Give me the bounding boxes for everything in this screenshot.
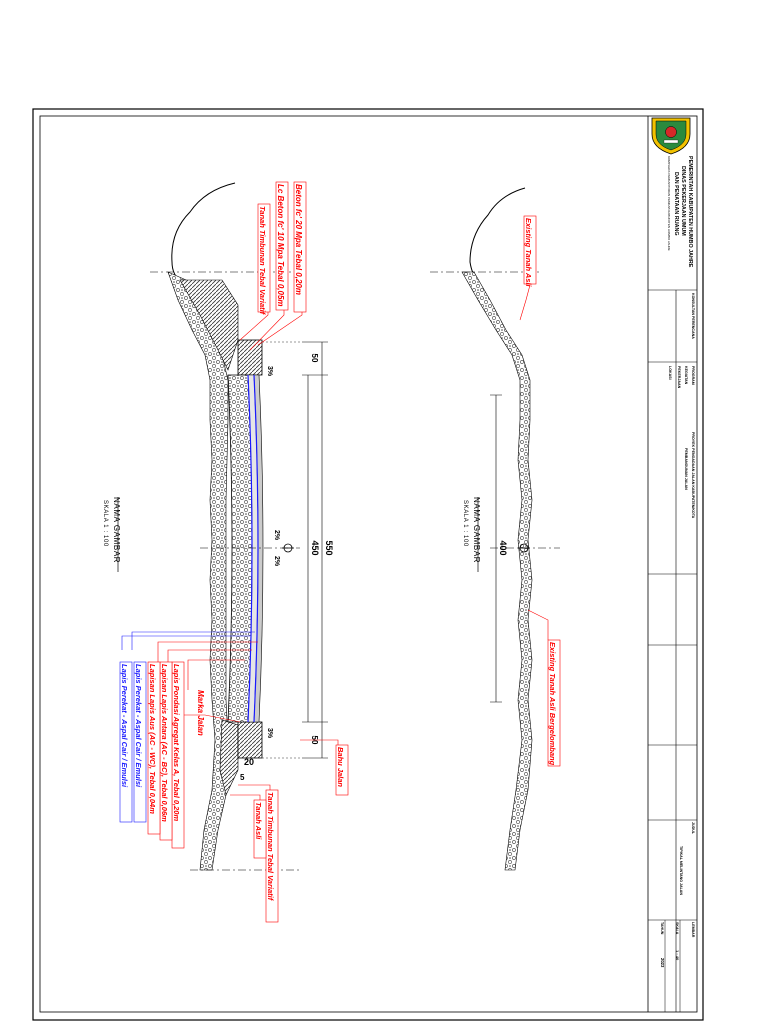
regency-emblem-icon	[651, 117, 691, 155]
existing-ground-band	[461, 271, 533, 871]
dim-width: 400	[498, 540, 508, 555]
label-beton-20: Beton fc' 20 Mpa Tebal 0,20m	[293, 181, 307, 313]
svg-text:Bahu Jalan: Bahu Jalan	[336, 747, 345, 787]
label-tanah-asli: Tanah Asli	[253, 799, 267, 859]
sheet-title-value: TIPIKAL MELINTANG JALAN	[679, 846, 683, 895]
svg-text:Tanah Asli: Tanah Asli	[254, 802, 263, 840]
dim-left-shoulder: 50	[310, 354, 319, 363]
tack-coat-line-2	[253, 374, 259, 723]
svg-text:Lapisan Lapis Aus (AC - WC), T: Lapisan Lapis Aus (AC - WC), Tebal 0,04m	[148, 664, 157, 814]
centerline-symbol-icon	[518, 543, 530, 553]
svg-text:Tanah Timbunan Tebal Variatif: Tanah Timbunan Tebal Variatif	[266, 792, 275, 902]
dim-thickness: 20	[244, 757, 254, 767]
label-existing-tanah-asli: Existing Tanah Asli	[523, 215, 537, 288]
activity-label: KEGIATAN	[684, 366, 688, 385]
svg-text:Lapis Perekat - Aspal Cair / E: Lapis Perekat - Aspal Cair / Emulsi	[120, 664, 129, 788]
embankment-fill-bottom	[219, 719, 239, 796]
location-label: LOKASI	[668, 366, 672, 380]
bottom-drawing-scale: SKALA 1 : 100	[462, 500, 468, 547]
shoulder-top	[237, 339, 263, 376]
year-label: TAHUN	[660, 922, 664, 935]
svg-text:Beton fc' 20 Mpa Tebal 0,20m: Beton fc' 20 Mpa Tebal 0,20m	[294, 184, 303, 295]
label-tanah-timbunan-bottom: Tanah Timbunan Tebal Variatif	[265, 789, 279, 923]
top-drawing-scale: SKALA 1 : 100	[102, 500, 108, 547]
work-label: PEKERJAAN	[677, 366, 681, 389]
scale-value: 1 : 40	[675, 950, 680, 961]
top-drawing-name: NAMA GAMBAR	[112, 497, 121, 563]
dim-overall: 550	[324, 540, 334, 555]
label-tanah-timbunan-top: Tanah Timbunan Tebal Variatif	[257, 203, 271, 316]
dim-step: 5	[240, 773, 245, 782]
svg-text:Lc Beton fc' 10 Mpa Tebal 0,05: Lc Beton fc' 10 Mpa Tebal 0,05m	[276, 184, 285, 307]
program-value: PROYEK PENGADAAN JALAN KABUPATEN/KOTA	[691, 432, 695, 519]
label-marka-jalan: Marka Jalan	[196, 690, 205, 736]
hill-profile	[171, 182, 236, 284]
label-perekat-2: Lapis Perekat - Aspal Cair / Emulsi	[119, 661, 133, 823]
slope-3: 2%	[273, 556, 280, 567]
sheet-inner-border	[39, 115, 698, 1013]
bottom-drawing-name: NAMA GAMBAR	[472, 497, 481, 563]
consultant-label: KONSULTAN PERENCANA	[691, 293, 695, 339]
svg-text:Marka Jalan: Marka Jalan	[196, 690, 205, 736]
svg-text:Lapis Pondasi Agregat Kelas A,: Lapis Pondasi Agregat Kelas A, Tebal 0,2…	[172, 664, 181, 821]
existing-hill-profile	[469, 187, 526, 281]
slope-1: 3%	[266, 366, 273, 377]
title-department-1: DINAS PEKERJAAN UMUM	[680, 166, 686, 236]
label-perekat-1: Lapis Perekat - Aspal Cair / Emulsi	[133, 661, 147, 823]
svg-text:Existing Tanah Asli Bergelomba: Existing Tanah Asli Bergelombang	[548, 642, 557, 766]
centerline-symbol-icon	[282, 543, 294, 553]
label-lapis-aus: Lapisan Lapis Aus (AC - WC), Tebal 0,04m	[147, 661, 161, 835]
slope-2: 2%	[273, 530, 280, 541]
activity-value: PEMBANGUNAN JALAN	[684, 448, 688, 490]
title-department-2: DAN PENATAAN RUANG	[673, 172, 679, 236]
scale-label: SKALA	[675, 922, 679, 935]
title-agency: PEMERINTAH KABUPATEN HUMBO JAHRE	[687, 156, 693, 268]
label-bahu-jalan: Bahu Jalan	[335, 744, 349, 796]
top-cross-section: 550 450 50 50 20 5 3% 2% 2% 3% NAMA GAMB…	[102, 181, 349, 923]
svg-text:Existing Tanah Asli: Existing Tanah Asli	[524, 218, 533, 288]
label-lapis-pondasi: Lapis Pondasi Agregat Kelas A, Tebal 0,2…	[171, 661, 185, 849]
sheet-number-label: LEMBAR	[691, 922, 695, 938]
aggregate-base-layer	[227, 374, 253, 723]
svg-text:Tanah Timbunan Tebal Variatif: Tanah Timbunan Tebal Variatif	[258, 206, 267, 316]
dim-pavement: 450	[310, 540, 320, 555]
sheet-title-label: JUDUL	[691, 822, 695, 835]
svg-text:Lapisan Lapis Antara (AC - BC): Lapisan Lapis Antara (AC - BC), Tebal 0,…	[160, 664, 169, 822]
year-value: 2023	[660, 958, 665, 968]
shoulder-bottom	[237, 721, 263, 759]
label-existing-tanah-bergelombang: Existing Tanah Asli Bergelombang	[547, 639, 561, 767]
label-lapis-antara: Lapisan Lapis Antara (AC - BC), Tebal 0,…	[159, 661, 173, 841]
svg-text:Lapis Perekat - Aspal Cair / E: Lapis Perekat - Aspal Cair / Emulsi	[134, 664, 143, 788]
program-label: PROGRAM	[691, 366, 695, 385]
title-department-address: KOMPLEKS PERKANTORAN PEMKAB KABUPATEN HU…	[667, 156, 671, 251]
slope-4: 3%	[266, 728, 273, 739]
embankment-fill-top	[179, 279, 239, 371]
bottom-cross-section: 400 NAMA GAMBAR SKALA 1 : 100 Existing T…	[430, 187, 561, 871]
label-lc-beton: Lc Beton fc' 10 Mpa Tebal 0,05m	[275, 181, 289, 311]
title-block: PEMERINTAH KABUPATEN HUMBO JAHRE DINAS P…	[647, 116, 697, 1012]
sheet-outer-border	[32, 108, 704, 1021]
